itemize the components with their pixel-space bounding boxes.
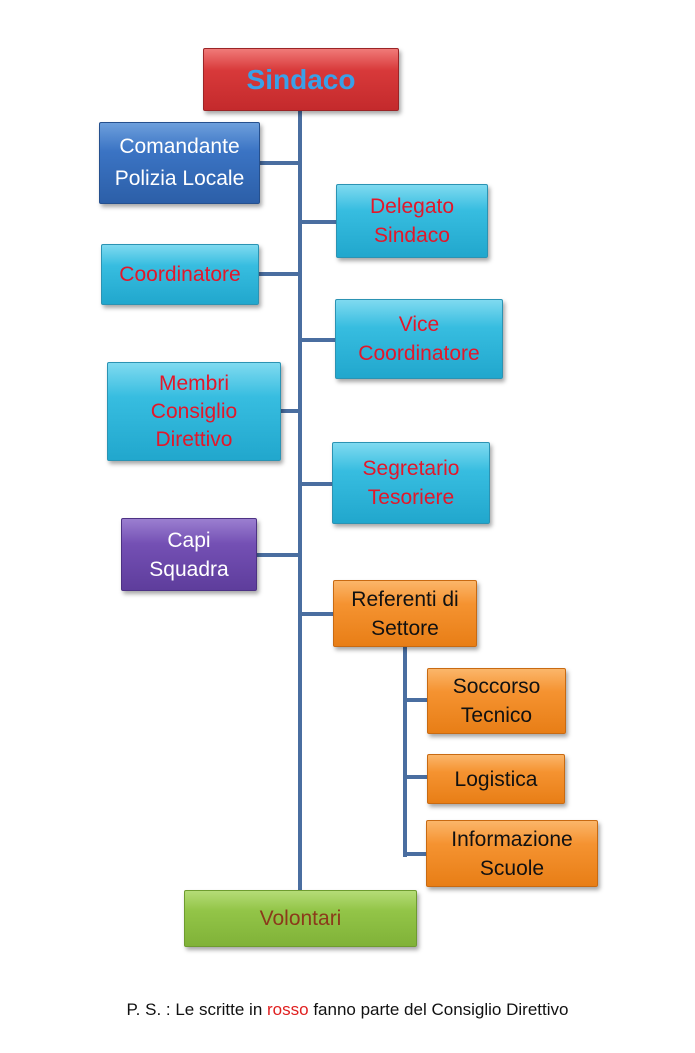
node-soccorso-label: Soccorso Tecnico — [452, 675, 541, 727]
footnote-highlight: rosso — [267, 1000, 309, 1019]
node-informazione-label: Informazione Scuole — [451, 827, 573, 880]
footnote-after: fanno parte del Consiglio Direttivo — [308, 1000, 569, 1019]
node-comandante-label: Comandante Polizia Locale — [114, 135, 245, 190]
node-soccorso-tecnico: Soccorso Tecnico — [427, 668, 566, 734]
node-coordinatore-label: Coordinatore — [119, 263, 241, 286]
node-coordinatore: Coordinatore — [101, 244, 259, 305]
node-delegato-sindaco: Delegato Sindaco — [336, 184, 488, 258]
node-vice-label: Vice Coordinatore — [358, 313, 480, 365]
node-comandante-polizia-locale: Comandante Polizia Locale — [99, 122, 260, 204]
node-membri-label: Membri Consiglio Direttivo — [150, 371, 238, 451]
node-sindaco: Sindaco — [203, 48, 399, 111]
node-referenti-di-settore: Referenti di Settore — [333, 580, 477, 647]
node-logistica: Logistica — [427, 754, 565, 804]
node-logistica-label: Logistica — [454, 767, 538, 791]
footnote: P. S. : Le scritte in rosso fanno parte … — [0, 1000, 695, 1020]
node-referenti-label: Referenti di Settore — [351, 587, 459, 640]
node-capi-squadra: Capi Squadra — [121, 518, 257, 591]
node-vice-coordinatore: Vice Coordinatore — [335, 299, 503, 379]
node-sindaco-label: Sindaco — [246, 64, 356, 95]
node-membri-consiglio-direttivo: Membri Consiglio Direttivo — [107, 362, 281, 461]
node-capi-label: Capi Squadra — [149, 528, 229, 581]
node-volontari: Volontari — [184, 890, 417, 947]
node-informazione-scuole: Informazione Scuole — [426, 820, 598, 887]
node-segretario-label: Segretario Tesoriere — [362, 457, 460, 509]
node-delegato-label: Delegato Sindaco — [369, 195, 455, 247]
node-segretario-tesoriere: Segretario Tesoriere — [332, 442, 490, 524]
footnote-before: P. S. : Le scritte in — [126, 1000, 268, 1019]
node-volontari-label: Volontari — [259, 907, 342, 930]
